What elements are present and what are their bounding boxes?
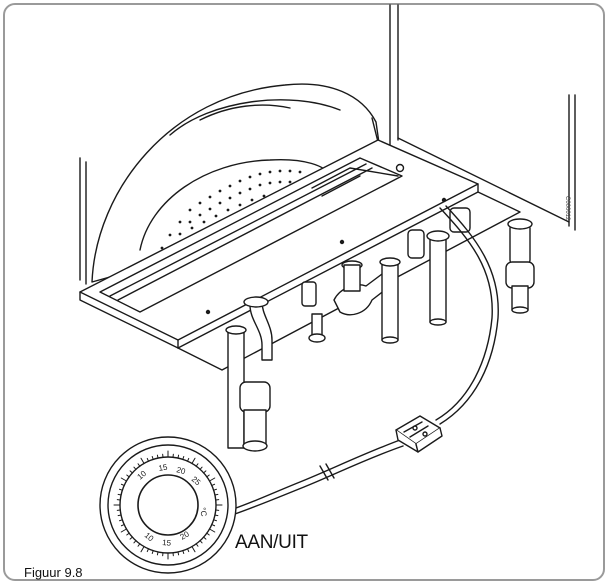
dial-tick: [129, 536, 133, 540]
dial-tick: [182, 455, 185, 460]
dial-tick: [129, 470, 133, 474]
drawing-reference: C000012: [564, 196, 570, 221]
pipework: [225, 207, 535, 452]
dial-unit: °C: [198, 507, 208, 518]
dial-tick: [177, 551, 180, 556]
dial-tick: [120, 483, 125, 486]
boiler-casing: [79, 4, 576, 285]
dial-tick: [126, 474, 130, 478]
dial-tick: [146, 548, 149, 553]
cable-connector: [395, 415, 443, 453]
dial-tick: [177, 454, 180, 459]
dial-tick: [151, 550, 154, 555]
thermostat-cable: [223, 205, 499, 518]
dial-tick: [133, 466, 137, 470]
scale-number: 15: [162, 538, 172, 548]
dial-tick: [140, 457, 145, 464]
dial-tick: [203, 536, 207, 540]
dial-tick: [146, 457, 149, 462]
dial-tick: [156, 454, 159, 459]
dial-tick: [195, 463, 199, 467]
room-thermostat-dial: 10 15 20 25 10 15 20 °C: [99, 436, 237, 574]
expansion-vessel: [91, 83, 381, 283]
dial-tick: [118, 488, 123, 491]
dial-tick: [211, 483, 216, 486]
dial-tick: [209, 528, 216, 533]
dial-ticks: [113, 450, 223, 560]
dial-tick: [214, 514, 219, 517]
bottom-panel: [79, 139, 521, 371]
dial-tick: [187, 457, 190, 462]
dial-tick: [137, 543, 141, 547]
dial-tick: [140, 546, 145, 553]
dial-tick: [120, 524, 125, 527]
dial-tick: [191, 457, 196, 464]
dial-tick: [214, 493, 219, 496]
scale-number: 15: [158, 462, 169, 473]
dial-tick: [213, 488, 218, 491]
dial-tick: [118, 519, 123, 522]
dial-tick: [199, 466, 203, 470]
scale-number: 20: [175, 465, 186, 476]
dial-tick: [182, 550, 185, 555]
dial-tick: [211, 524, 216, 527]
dial-tick: [213, 519, 218, 522]
dial-tick: [203, 470, 207, 474]
dial-tick: [117, 514, 122, 517]
dial-tick: [187, 548, 190, 553]
dial-tick: [120, 528, 127, 533]
dial-tick: [195, 543, 199, 547]
dial-tick: [199, 540, 203, 544]
dial-tick: [206, 474, 210, 478]
dial-tick: [156, 551, 159, 556]
dial-tick: [191, 546, 196, 553]
figure-caption: Figuur 9.8: [24, 565, 83, 580]
dial-tick: [120, 477, 127, 482]
on-off-label: AAN/UIT: [235, 532, 308, 553]
dial-tick: [206, 532, 210, 536]
dial-tick: [117, 493, 122, 496]
dial-tick: [126, 532, 130, 536]
dial-tick: [133, 540, 137, 544]
dial-tick: [137, 463, 141, 467]
dial-tick: [209, 477, 216, 482]
dial-tick: [151, 455, 154, 460]
